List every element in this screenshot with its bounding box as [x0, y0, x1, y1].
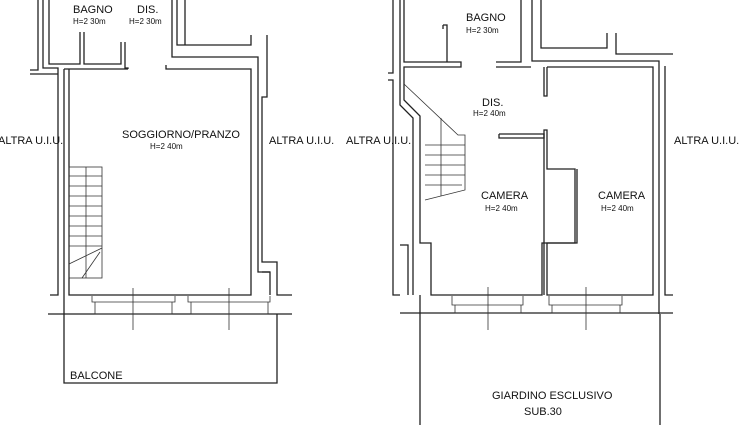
neighbor-label-right-2: ALTRA U.I.U.: [674, 135, 739, 147]
room-height-bagno-2: H=2 30m: [466, 26, 499, 35]
room-height-soggiorno: H=2 40m: [150, 142, 183, 151]
room-label-soggiorno: SOGGIORNO/PRANZO: [122, 129, 240, 141]
right-plan-walls: [388, 0, 673, 425]
right-plan-windows: [451, 287, 623, 330]
room-height-camera-1: H=2 40m: [485, 204, 518, 213]
balcony-label: BALCONE: [70, 370, 123, 382]
room-label-dis: DIS.: [137, 4, 158, 16]
room-label-dis-2: DIS.: [482, 97, 503, 109]
neighbor-label-left-2: ALTRA U.I.U.: [346, 135, 411, 147]
room-label-bagno-2: BAGNO: [466, 12, 506, 24]
room-height-dis-2: H=2 40m: [473, 109, 506, 118]
room-height-camera-2: H=2 40m: [601, 204, 634, 213]
room-label-bagno: BAGNO: [73, 4, 113, 16]
garden-sub-label: SUB.30: [524, 406, 562, 418]
left-plan-windows: [91, 288, 271, 330]
room-height-dis: H=2 30m: [129, 17, 162, 26]
garden-label: GIARDINO ESCLUSIVO: [492, 390, 613, 402]
left-plan-stairs: [68, 166, 103, 279]
room-label-camera-2: CAMERA: [598, 190, 646, 202]
neighbor-label-left: ALTRA U.I.U.: [0, 135, 63, 147]
right-plan-stairs: [403, 83, 466, 201]
room-height-bagno: H=2 30m: [73, 17, 106, 26]
neighbor-label-right: ALTRA U.I.U.: [269, 135, 334, 147]
room-label-camera-1: CAMERA: [481, 190, 529, 202]
